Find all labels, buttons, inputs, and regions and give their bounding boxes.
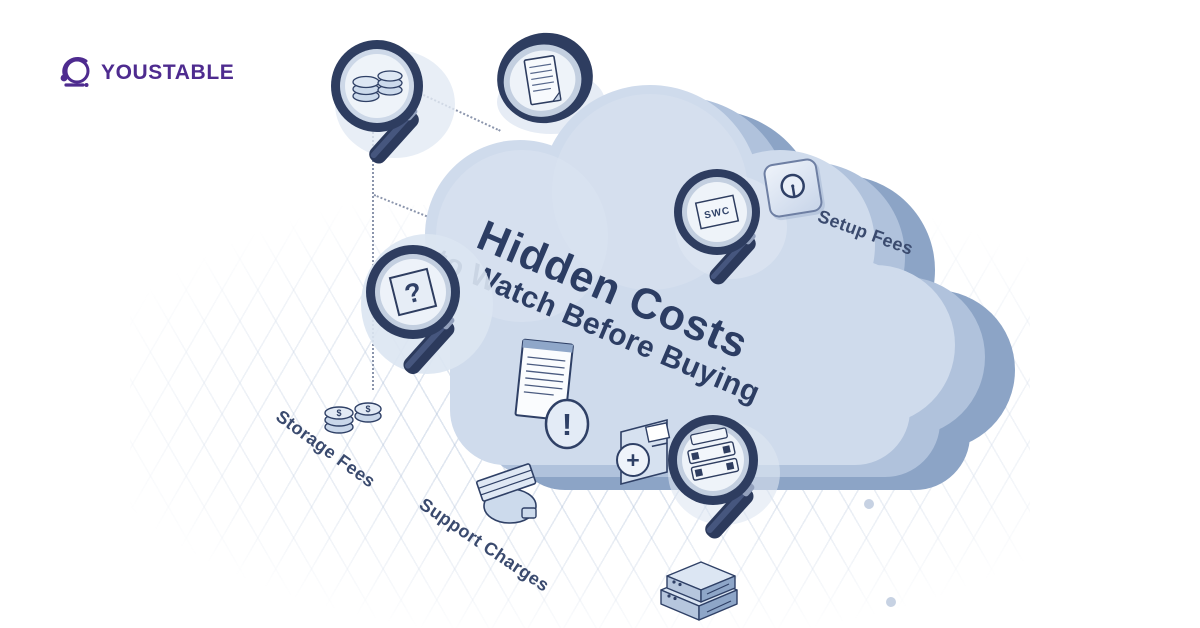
warning-glyph: ! bbox=[562, 407, 572, 442]
grid-node bbox=[864, 499, 874, 509]
magnifier-question: ? bbox=[361, 234, 493, 375]
brand-name: YOUSTABLE bbox=[101, 61, 235, 84]
tab-icon bbox=[644, 422, 671, 448]
support-icon bbox=[476, 463, 537, 524]
addon-panel: + bbox=[616, 418, 671, 486]
invoice-icon bbox=[687, 427, 740, 481]
magnifier-document bbox=[497, 32, 605, 134]
price-tag-text: SWC bbox=[703, 205, 731, 221]
question-glyph: ? bbox=[402, 276, 425, 309]
warning-icon bbox=[544, 398, 590, 450]
document-icon bbox=[523, 55, 562, 106]
clock-icon bbox=[780, 173, 805, 199]
magnifier-price-tag: SWC bbox=[674, 169, 787, 285]
youstable-logo-icon bbox=[60, 57, 90, 87]
plus-glyph: + bbox=[626, 447, 639, 473]
price-tag-icon: SWC bbox=[694, 194, 740, 230]
question-card-icon: ? bbox=[388, 267, 438, 317]
connector-line bbox=[372, 112, 374, 390]
magnifier-handle bbox=[705, 487, 754, 539]
server-stack-icon bbox=[660, 561, 738, 621]
magnifier-invoice bbox=[668, 415, 780, 539]
setup-fees-tile bbox=[762, 157, 824, 219]
dollar-glyph: $ bbox=[336, 408, 341, 418]
storage-coins-icon: $ $ bbox=[324, 402, 382, 434]
magnifier-handle bbox=[403, 319, 455, 375]
warning-document: ! bbox=[514, 338, 590, 450]
magnifier-coins bbox=[331, 40, 455, 164]
dollar-glyph: $ bbox=[365, 404, 370, 414]
cloud bbox=[425, 85, 1015, 490]
coins-icon bbox=[352, 70, 403, 103]
grid-node bbox=[886, 597, 896, 607]
brand-logo: YOUSTABLE bbox=[56, 54, 234, 92]
plus-badge-icon bbox=[616, 443, 650, 477]
